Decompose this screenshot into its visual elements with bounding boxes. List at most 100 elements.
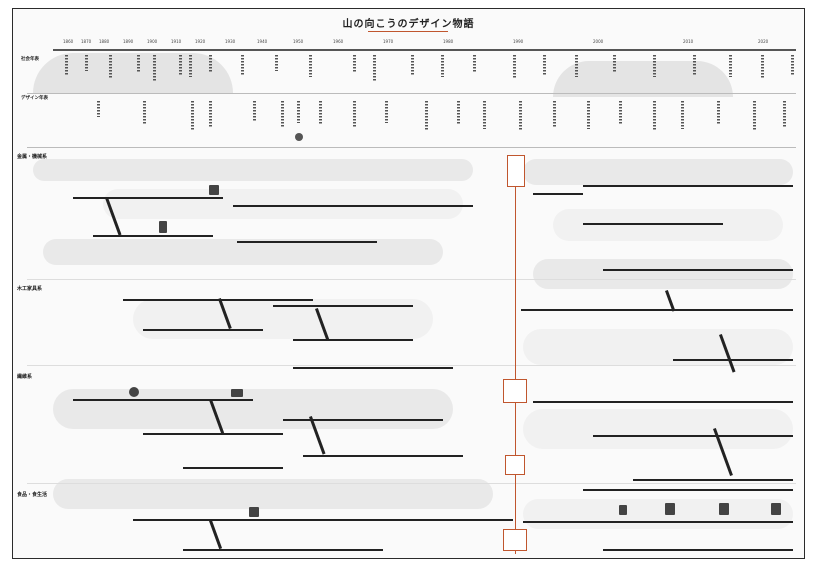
design-entry xyxy=(587,101,590,129)
design-entry xyxy=(653,101,656,131)
society-entry xyxy=(275,55,278,71)
category-label-metal: 金属・機械系 xyxy=(17,154,48,160)
product-pictogram xyxy=(209,185,219,195)
category-label-food: 食品・食生活 xyxy=(17,492,48,498)
society-entry xyxy=(613,55,616,73)
year-label: 1920 xyxy=(195,39,206,44)
society-entry xyxy=(441,55,444,77)
cloud xyxy=(523,499,793,529)
design-entry xyxy=(425,101,428,131)
society-entry xyxy=(543,55,546,75)
product-pictogram xyxy=(665,503,675,515)
society-entry xyxy=(653,55,656,77)
year-label: 1900 xyxy=(147,39,158,44)
society-entry xyxy=(411,55,414,75)
design-entry xyxy=(553,101,556,127)
year-label: 2000 xyxy=(593,39,604,44)
year-axis xyxy=(53,49,796,51)
society-entry xyxy=(189,55,192,77)
design-entry xyxy=(681,101,684,129)
design-entry xyxy=(97,101,100,117)
design-entry xyxy=(319,101,322,125)
timeline-line xyxy=(237,241,377,243)
timeline-line xyxy=(73,197,223,199)
page-title: 山の向こうのデザイン物語 xyxy=(342,19,475,30)
cloud xyxy=(553,209,783,241)
timeline-line xyxy=(273,305,413,307)
mountain-right xyxy=(553,61,733,97)
timeline-branch xyxy=(209,519,223,550)
cloud xyxy=(533,259,793,289)
timeline-line xyxy=(183,467,283,469)
timeline-line xyxy=(593,435,793,437)
year-label: 1930 xyxy=(225,39,236,44)
society-entry xyxy=(137,55,140,73)
timeline-line xyxy=(143,433,283,435)
year-label: 1960 xyxy=(333,39,344,44)
timeline-line xyxy=(583,223,723,225)
timeline-line xyxy=(583,489,793,491)
society-entry xyxy=(241,55,244,75)
society-entry xyxy=(65,55,68,75)
society-entry xyxy=(575,55,578,77)
design-entry xyxy=(519,101,522,131)
society-entry xyxy=(693,55,696,75)
year-label: 1980 xyxy=(443,39,454,44)
category-label-textile: 繊維系 xyxy=(17,374,33,380)
timeline-line xyxy=(673,359,793,361)
year-label: 1880 xyxy=(99,39,110,44)
timeline-line xyxy=(533,401,793,403)
year-label: 1910 xyxy=(171,39,182,44)
design-entry xyxy=(385,101,388,123)
year-label: 1950 xyxy=(293,39,304,44)
mountain-left xyxy=(33,53,233,93)
society-entry xyxy=(373,55,376,81)
badge-icon xyxy=(295,133,303,141)
society-entry xyxy=(353,55,356,73)
design-entry xyxy=(783,101,786,127)
year-label: 1940 xyxy=(257,39,268,44)
society-entry xyxy=(473,55,476,73)
society-entry xyxy=(209,55,212,73)
timeline-line xyxy=(183,549,383,551)
product-pictogram xyxy=(719,503,729,515)
society-entry xyxy=(179,55,182,75)
design-entry xyxy=(717,101,720,125)
design-entry xyxy=(253,101,256,121)
product-pictogram xyxy=(159,221,167,233)
design-entry xyxy=(353,101,356,127)
center-marker xyxy=(503,379,527,403)
section-divider xyxy=(27,93,796,94)
cloud xyxy=(523,409,793,449)
cloud xyxy=(103,189,463,219)
section-divider xyxy=(27,147,796,148)
category-label-wood: 木工家具系 xyxy=(17,286,43,292)
timeline-line xyxy=(133,519,513,521)
design-entry xyxy=(143,101,146,125)
society-entry xyxy=(309,55,312,77)
center-marker xyxy=(505,455,525,475)
design-entry xyxy=(483,101,486,129)
timeline-line xyxy=(293,339,413,341)
design-entry xyxy=(619,101,622,125)
design-entry xyxy=(191,101,194,131)
year-label: 1970 xyxy=(383,39,394,44)
timeline-line xyxy=(73,399,253,401)
section-label-society: 社会年表 xyxy=(21,57,39,62)
society-entry xyxy=(109,55,112,79)
product-pictogram xyxy=(771,503,781,515)
title-underline xyxy=(368,31,448,32)
center-axis xyxy=(515,159,516,554)
timeline-line xyxy=(533,193,583,195)
cloud xyxy=(53,479,493,509)
society-entry xyxy=(513,55,516,79)
design-entry xyxy=(753,101,756,131)
cloud xyxy=(53,389,453,429)
year-label: 1870 xyxy=(81,39,92,44)
timeline-line xyxy=(633,479,793,481)
product-pictogram xyxy=(619,505,627,515)
year-label: 1860 xyxy=(63,39,74,44)
year-label: 1990 xyxy=(513,39,524,44)
cloud xyxy=(43,239,443,265)
timeline-line xyxy=(143,329,263,331)
